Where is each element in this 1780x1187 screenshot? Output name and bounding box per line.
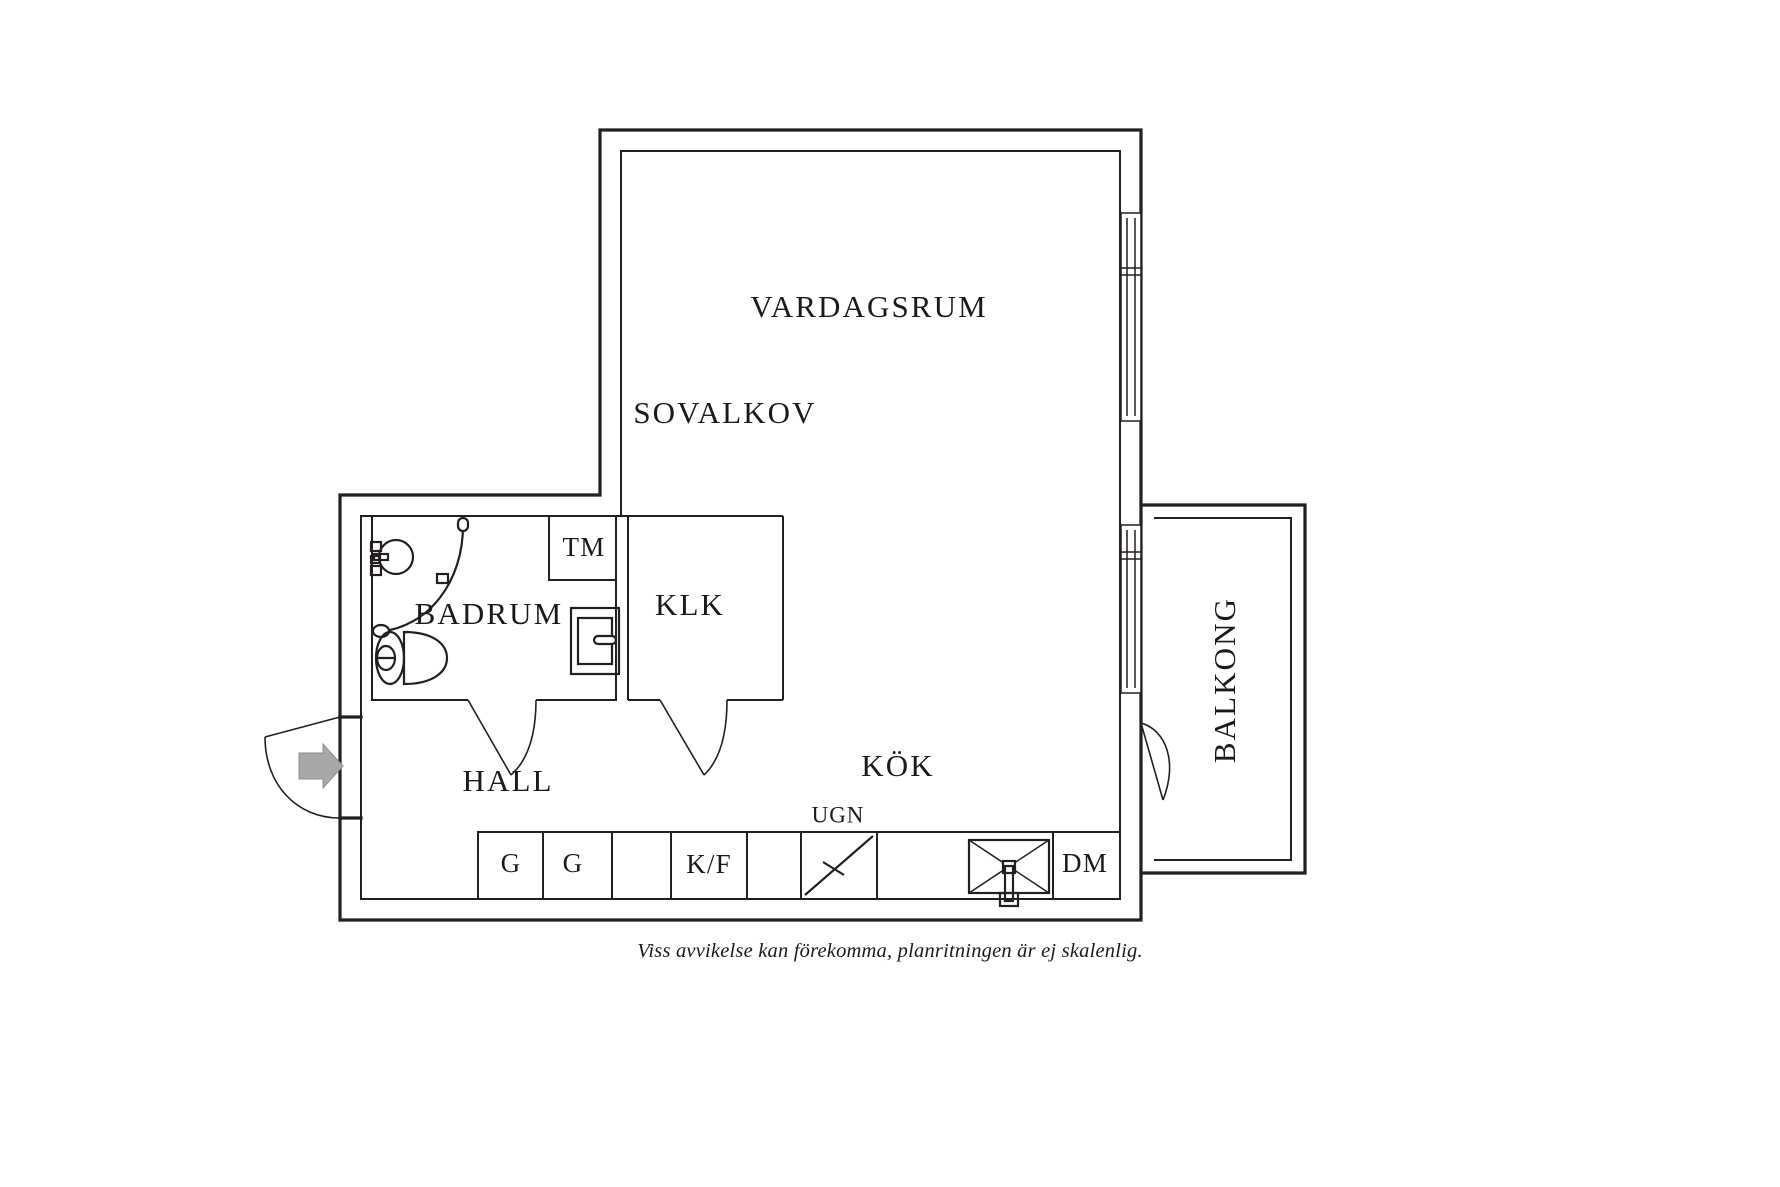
kitchen-sink-fixture: [967, 838, 1051, 908]
closet-door-arc: [703, 699, 728, 776]
bathroom-door-arc: [510, 699, 537, 776]
washbasin-tap-a: [369, 540, 383, 553]
plan-disclaimer-caption: Viss avvikelse kan förekomma, planritnin…: [637, 940, 1143, 962]
stove-symbol-diagonal: [804, 835, 874, 896]
appliance-label-g1: G: [501, 848, 522, 878]
appliance-label-kf: K/F: [686, 849, 732, 879]
washbasin-tap-c: [369, 564, 383, 577]
room-label-vardagsrum: VARDAGSRUM: [750, 289, 988, 324]
appliance-label-dm: DM: [1062, 848, 1108, 878]
balcony-door-leaf: [1140, 722, 1164, 801]
washbasin-tap-b: [369, 554, 382, 565]
entrance-door-arc: [264, 736, 341, 819]
tm-niche: [548, 516, 616, 581]
stove-block: [800, 831, 878, 900]
wardrobe-block: [477, 831, 613, 900]
washbasin-bowl-icon: [377, 538, 415, 576]
shower-head-icon: [456, 516, 470, 533]
bathroom-left-wall: [371, 516, 468, 701]
entrance-direction-arrow: [298, 742, 344, 790]
room-label-balkong: BALKONG: [1207, 597, 1242, 763]
outer-wall-outline: [338, 128, 1143, 922]
fridge-freezer-block: [670, 831, 748, 900]
appliance-label-ugn: UGN: [812, 802, 865, 827]
room-label-klk: KLK: [655, 587, 725, 622]
room-label-kok: KÖK: [861, 748, 934, 783]
toilet-bowl-icon: [402, 630, 449, 686]
appliance-label-g2: G: [563, 848, 584, 878]
living-room-window-upper: [1120, 212, 1142, 422]
balcony-inner-outline: [1154, 517, 1292, 861]
living-room-window-lower: [1120, 524, 1142, 694]
balcony-outline: [1139, 503, 1307, 875]
closet-door-leaf: [659, 699, 705, 776]
room-label-badrum: BADRUM: [415, 596, 564, 631]
stove-symbol-tick: [822, 861, 845, 876]
balcony-door-arc: [1140, 722, 1171, 801]
bathroom-door-leaf: [467, 699, 512, 776]
shower-screen: [376, 525, 465, 634]
entrance-door-leaf: [264, 716, 341, 738]
bathroom-cabinet: [569, 606, 621, 676]
shower-door-knob-icon: [371, 623, 391, 639]
room-label-hall: HALL: [462, 763, 553, 798]
cabinet-handle-icon: [592, 634, 618, 646]
room-label-sovalkov: SOVALKOV: [633, 395, 816, 430]
shower-hinge-icon: [435, 572, 450, 585]
appliance-label-tm: TM: [563, 532, 606, 562]
